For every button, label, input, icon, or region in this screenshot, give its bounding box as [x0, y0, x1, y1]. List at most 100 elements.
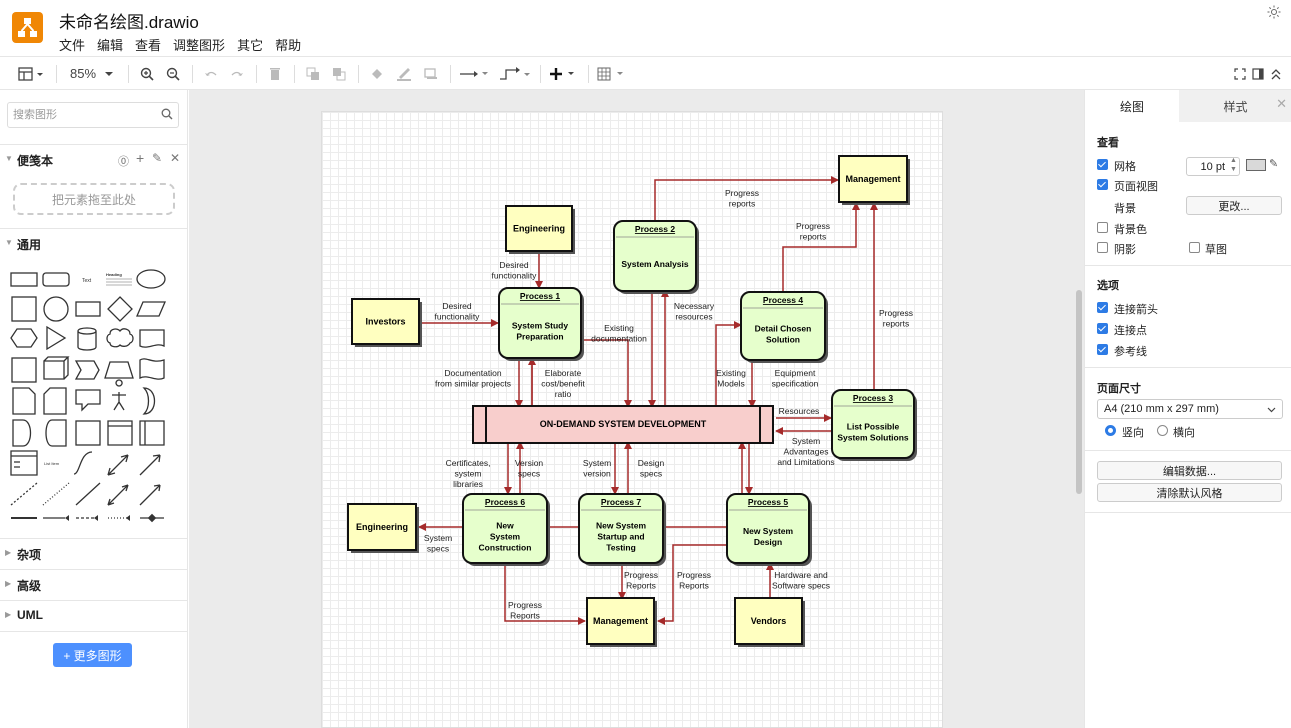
vertical-scrollbar[interactable]: [1076, 290, 1082, 494]
edge-p4-management[interactable]: [782, 202, 860, 292]
edit-pencil-icon[interactable]: ✎: [152, 151, 163, 165]
dashed-line-shape-icon[interactable]: [10, 482, 38, 506]
page-layout-button[interactable]: [14, 57, 48, 90]
sketch-checkbox[interactable]: [1189, 242, 1200, 253]
grid-color-swatch[interactable]: [1246, 159, 1266, 171]
menu-view[interactable]: 查看: [135, 38, 162, 53]
hexagon-shape-icon[interactable]: [10, 328, 38, 348]
edge-p2-management[interactable]: [654, 176, 839, 222]
general-header[interactable]: ▼ 通用: [0, 228, 188, 256]
help-icon[interactable]: ⓪: [118, 156, 129, 168]
pencil-icon[interactable]: ✎: [1269, 158, 1279, 170]
to-front-icon[interactable]: [304, 57, 322, 90]
guides-checkbox[interactable]: [1097, 344, 1108, 355]
edge-p6-management[interactable]: [504, 563, 586, 625]
entity-mgmt-top[interactable]: Management: [838, 155, 910, 205]
entity-vendors[interactable]: Vendors: [734, 597, 805, 647]
uml-section[interactable]: ▶ UML: [0, 600, 188, 628]
menu-edit[interactable]: 编辑: [97, 38, 124, 53]
table-icon[interactable]: [596, 57, 628, 90]
menu-extras[interactable]: 其它: [237, 38, 264, 53]
actor-shape-icon[interactable]: [112, 379, 126, 411]
entity-mgmt-bottom[interactable]: Management: [586, 597, 657, 647]
change-background-button[interactable]: 更改...: [1186, 196, 1282, 215]
search-input[interactable]: [8, 103, 148, 127]
trapezoid-shape-icon[interactable]: [104, 361, 134, 379]
portrait-radio[interactable]: [1105, 425, 1116, 436]
menu-arrange[interactable]: 调整图形: [173, 38, 226, 53]
advanced-section[interactable]: ▶ 高级: [0, 569, 188, 597]
insert-plus-icon[interactable]: [548, 57, 578, 90]
cylinder-shape-icon[interactable]: [77, 327, 97, 351]
process-shape-icon[interactable]: [75, 301, 101, 317]
background-color-checkbox[interactable]: [1097, 222, 1108, 233]
sun-icon[interactable]: [1267, 5, 1281, 22]
swimlane-shape-icon[interactable]: [139, 420, 165, 446]
close-icon[interactable]: ✕: [170, 151, 181, 165]
to-back-icon[interactable]: [330, 57, 348, 90]
zoom-out-icon[interactable]: [164, 57, 182, 90]
note-shape-icon[interactable]: [12, 387, 36, 415]
search-icon[interactable]: [161, 108, 173, 123]
cube-shape-icon[interactable]: [43, 356, 70, 380]
card-shape-icon[interactable]: [43, 387, 67, 415]
list-shape-icon[interactable]: [10, 450, 38, 476]
edge-central-p4[interactable]: [715, 321, 742, 407]
line-shape-icon[interactable]: [75, 482, 101, 506]
add-icon[interactable]: +: [136, 150, 145, 166]
internal-storage-shape-icon[interactable]: [11, 357, 37, 383]
shadow-checkbox[interactable]: [1097, 242, 1108, 253]
entity-engineering-top[interactable]: Engineering: [505, 205, 575, 254]
collapse-icon[interactable]: [1268, 57, 1284, 90]
tab-diagram[interactable]: 绘图: [1085, 90, 1179, 122]
bidirectional-arrow-shape-icon[interactable]: [107, 454, 129, 476]
redo-icon[interactable]: [228, 57, 246, 90]
landscape-radio[interactable]: [1157, 425, 1168, 436]
fullscreen-icon[interactable]: [1232, 57, 1248, 90]
central-process[interactable]: ON-DEMAND SYSTEM DEVELOPMENT: [472, 405, 774, 444]
document-shape-icon[interactable]: [139, 329, 165, 348]
grid-checkbox[interactable]: [1097, 159, 1108, 170]
clear-default-style-button[interactable]: 清除默认风格: [1097, 483, 1282, 502]
grid-size-input[interactable]: 10 pt: [1186, 157, 1240, 176]
tab-style[interactable]: 样式: [1179, 90, 1291, 122]
delete-icon[interactable]: [266, 57, 284, 90]
list-item-shape-icon[interactable]: List Item: [44, 461, 60, 466]
edge-p1-central-doc[interactable]: [581, 339, 632, 408]
or-shape-icon[interactable]: [142, 387, 156, 415]
arrow-shape-icon[interactable]: [139, 454, 161, 476]
square-shape-icon[interactable]: [11, 296, 37, 322]
frame-shape-icon[interactable]: [75, 420, 101, 446]
zoom-in-icon[interactable]: [138, 57, 156, 90]
waypoints-icon[interactable]: [498, 57, 532, 90]
tape-shape-icon[interactable]: [139, 358, 165, 380]
undo-icon[interactable]: [202, 57, 220, 90]
dotted-line-shape-icon[interactable]: [42, 482, 70, 506]
document-title[interactable]: 未命名绘图.drawio: [59, 13, 199, 32]
ellipse-shape-icon[interactable]: [136, 269, 166, 289]
entity-engineering-bottom[interactable]: Engineering: [347, 503, 419, 553]
line-color-icon[interactable]: [394, 57, 414, 90]
close-panel-icon[interactable]: ✕: [1276, 96, 1287, 111]
connection-points-checkbox[interactable]: [1097, 323, 1108, 334]
text-shape-icon[interactable]: Text: [82, 278, 92, 284]
step-shape-icon[interactable]: [74, 360, 100, 380]
rounded-rectangle-shape-icon[interactable]: [42, 272, 70, 287]
scratchpad-header[interactable]: ▼ 便笺本 ⓪ + ✎ ✕: [0, 144, 188, 172]
callout-shape-icon[interactable]: [75, 389, 101, 412]
curve-shape-icon[interactable]: [73, 451, 93, 475]
format-panel-toggle-icon[interactable]: [1250, 57, 1266, 90]
heading-shape-icon[interactable]: Heading: [106, 272, 122, 277]
circle-shape-icon[interactable]: [43, 296, 69, 322]
page-size-select[interactable]: A4 (210 mm x 297 mm): [1097, 399, 1283, 419]
bidirectional-connector-shape-icon[interactable]: [107, 484, 129, 506]
triangle-shape-icon[interactable]: [46, 325, 67, 351]
